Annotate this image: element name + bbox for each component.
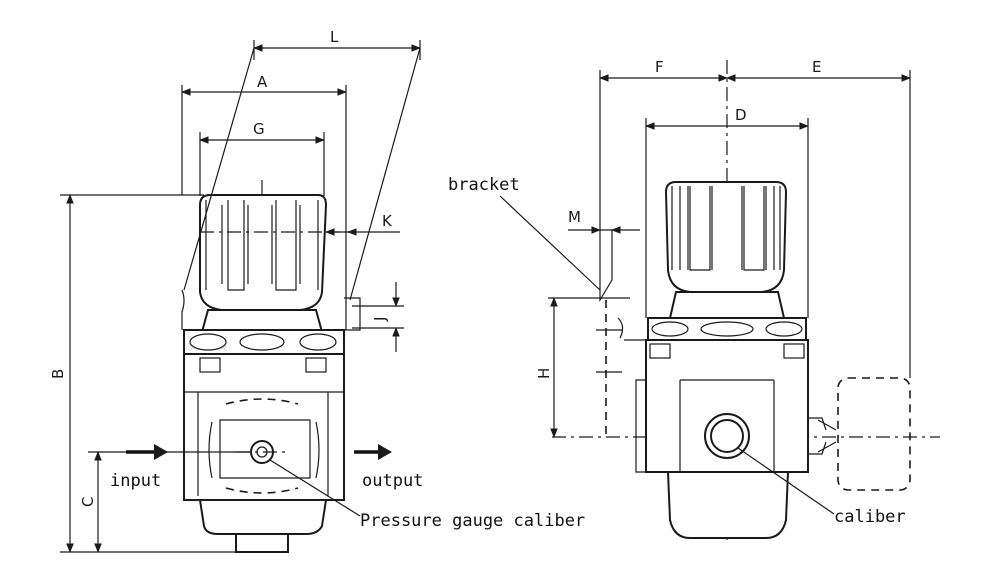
dim-E: E xyxy=(812,58,821,76)
dim-L: L xyxy=(330,28,339,46)
flow-arrows xyxy=(126,444,392,460)
pressure-gauge-caliber-label: Pressure gauge caliber xyxy=(360,511,585,531)
dim-A: A xyxy=(257,73,268,91)
dim-B: B xyxy=(49,369,67,379)
pressure-gauge-leader xyxy=(269,459,361,517)
front-view xyxy=(181,180,361,553)
side-dimensions: F E D M H xyxy=(535,58,911,438)
caliber-label: caliber xyxy=(834,507,906,527)
dim-C: C xyxy=(79,497,97,507)
bracket-label: bracket xyxy=(448,175,520,195)
dim-G: G xyxy=(253,120,265,138)
dim-D: D xyxy=(735,106,747,124)
dim-F: F xyxy=(655,58,664,76)
side-view xyxy=(552,60,940,540)
caliber-leader xyxy=(737,447,835,515)
dim-K: K xyxy=(382,212,393,230)
dim-H: H xyxy=(535,368,553,379)
bracket-leader xyxy=(499,195,601,291)
front-dimensions: L A G K J B C xyxy=(49,28,421,553)
input-label: input xyxy=(110,471,161,491)
dim-J: J xyxy=(371,317,389,322)
dim-M: M xyxy=(568,208,581,226)
output-label: output xyxy=(362,471,423,491)
